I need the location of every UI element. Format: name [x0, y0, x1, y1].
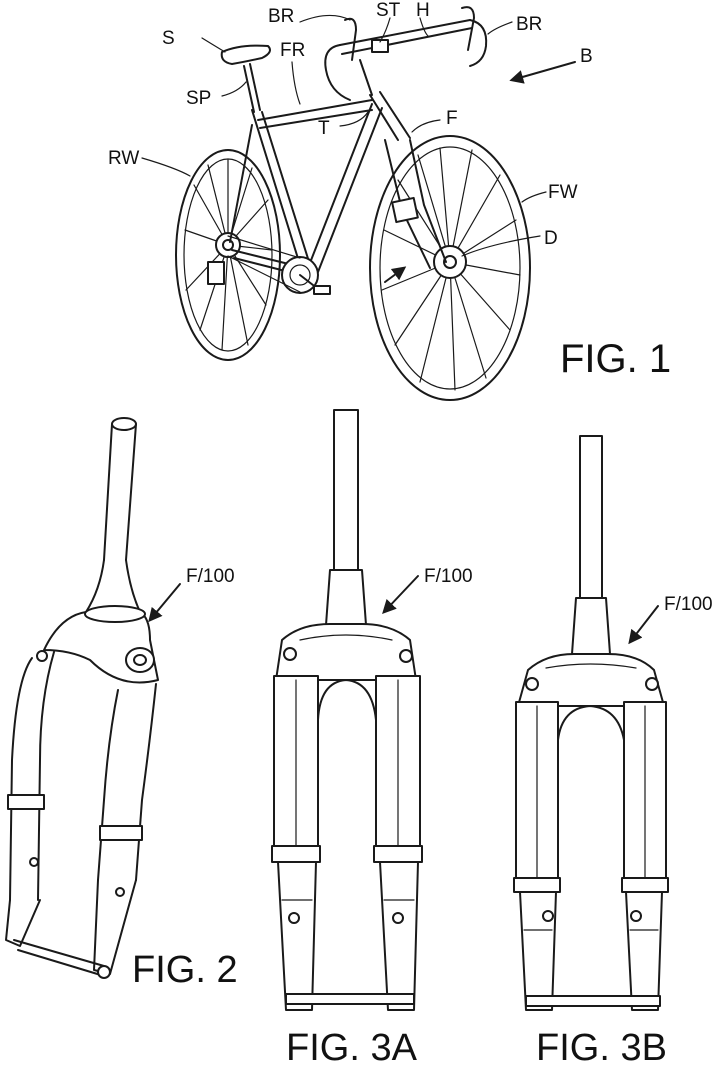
label-br-left: BR: [268, 6, 294, 27]
front-wheel-spokes: [381, 147, 521, 391]
fig1-leader-lines: [141, 14, 547, 257]
fig3b-ref-arrow: [628, 605, 659, 645]
label-fw: FW: [548, 182, 578, 203]
label-h: H: [416, 0, 430, 21]
fig2-title: FIG. 2: [132, 949, 238, 991]
label-s: S: [162, 28, 175, 49]
label-rw: RW: [108, 148, 139, 169]
label-f: F: [446, 108, 458, 129]
rear-wheel: [175, 149, 281, 361]
fig1-bicycle: S SP BR FR ST H BR B T F RW FW D FIG. 1: [108, 0, 671, 401]
bicycle-frame: [207, 91, 447, 295]
fig3a-fork-front: F/100 FIG. 3A: [271, 409, 473, 1067]
fig3a-ref-label: F/100: [424, 566, 473, 587]
fig2-ref-label: F/100: [186, 566, 235, 587]
fig3b-title: FIG. 3B: [536, 1027, 667, 1067]
label-fr: FR: [280, 40, 305, 61]
label-sp: SP: [186, 88, 211, 109]
label-t: T: [318, 118, 330, 139]
seatpost-and-saddle: [220, 44, 271, 113]
fig2-fork-perspective: F/100 FIG. 2: [5, 417, 238, 991]
fig3a-ref-arrow: [382, 575, 419, 615]
label-b: B: [580, 46, 593, 67]
fig3a-title: FIG. 3A: [286, 1027, 418, 1067]
fig1-title: FIG. 1: [560, 337, 671, 381]
label-d: D: [544, 228, 558, 249]
rotation-arrow: [384, 266, 407, 283]
fig2-ref-arrow: [148, 583, 181, 623]
handlebar: [324, 6, 488, 101]
label-br-right: BR: [516, 14, 542, 35]
label-st: ST: [376, 0, 401, 21]
front-wheel: [369, 135, 531, 401]
b-arrow: [509, 61, 576, 84]
fig3b-ref-label: F/100: [664, 594, 713, 615]
fig3b-fork-front: F/100 FIG. 3B: [513, 435, 713, 1067]
